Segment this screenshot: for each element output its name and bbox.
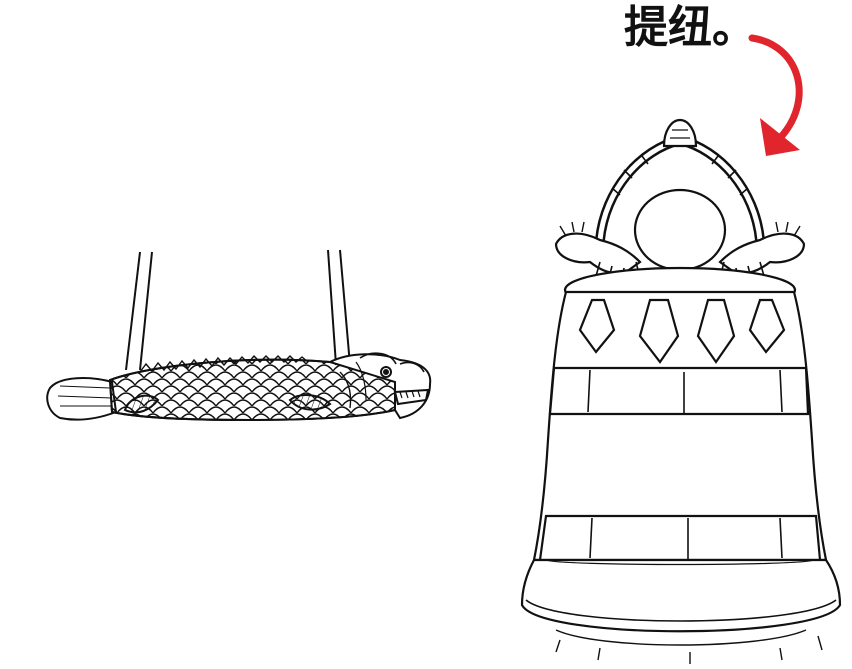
pointer-arrow-icon bbox=[752, 38, 800, 156]
bronze-bell-drawing bbox=[522, 120, 840, 664]
wooden-fish-drawing bbox=[47, 250, 430, 420]
